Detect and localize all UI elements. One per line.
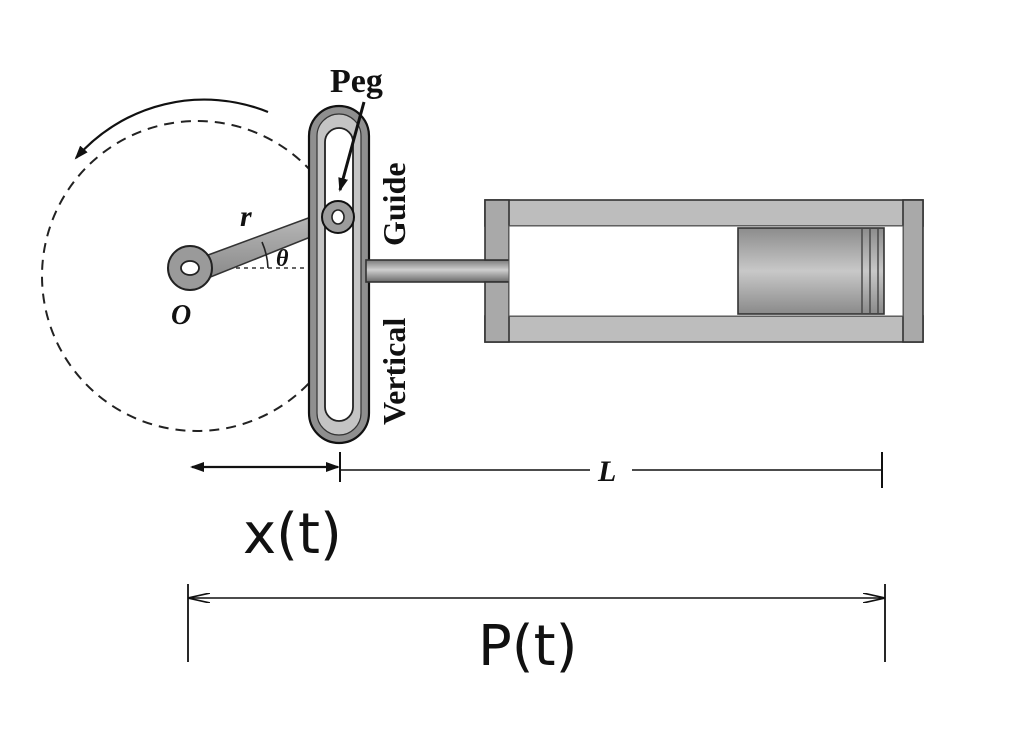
angle-arc — [261, 241, 269, 269]
peg — [321, 200, 355, 234]
pivot-o — [167, 245, 213, 291]
position-label: P(t) — [478, 614, 577, 679]
cylinder — [484, 199, 924, 343]
radius-label: r — [240, 200, 252, 233]
rotation-arrow — [74, 98, 269, 160]
origin-label: O — [171, 300, 191, 331]
peg-label: Peg — [330, 63, 383, 100]
displacement-label: x(t) — [243, 502, 342, 567]
vertical-label: Vertical — [376, 318, 412, 425]
angle-label: θ — [276, 246, 289, 272]
vertical-guide — [307, 104, 371, 445]
piston-head — [737, 227, 885, 315]
length-label: L — [597, 455, 616, 488]
guide-label: Guide — [376, 162, 412, 246]
peg-pointer-arrow — [338, 101, 366, 192]
